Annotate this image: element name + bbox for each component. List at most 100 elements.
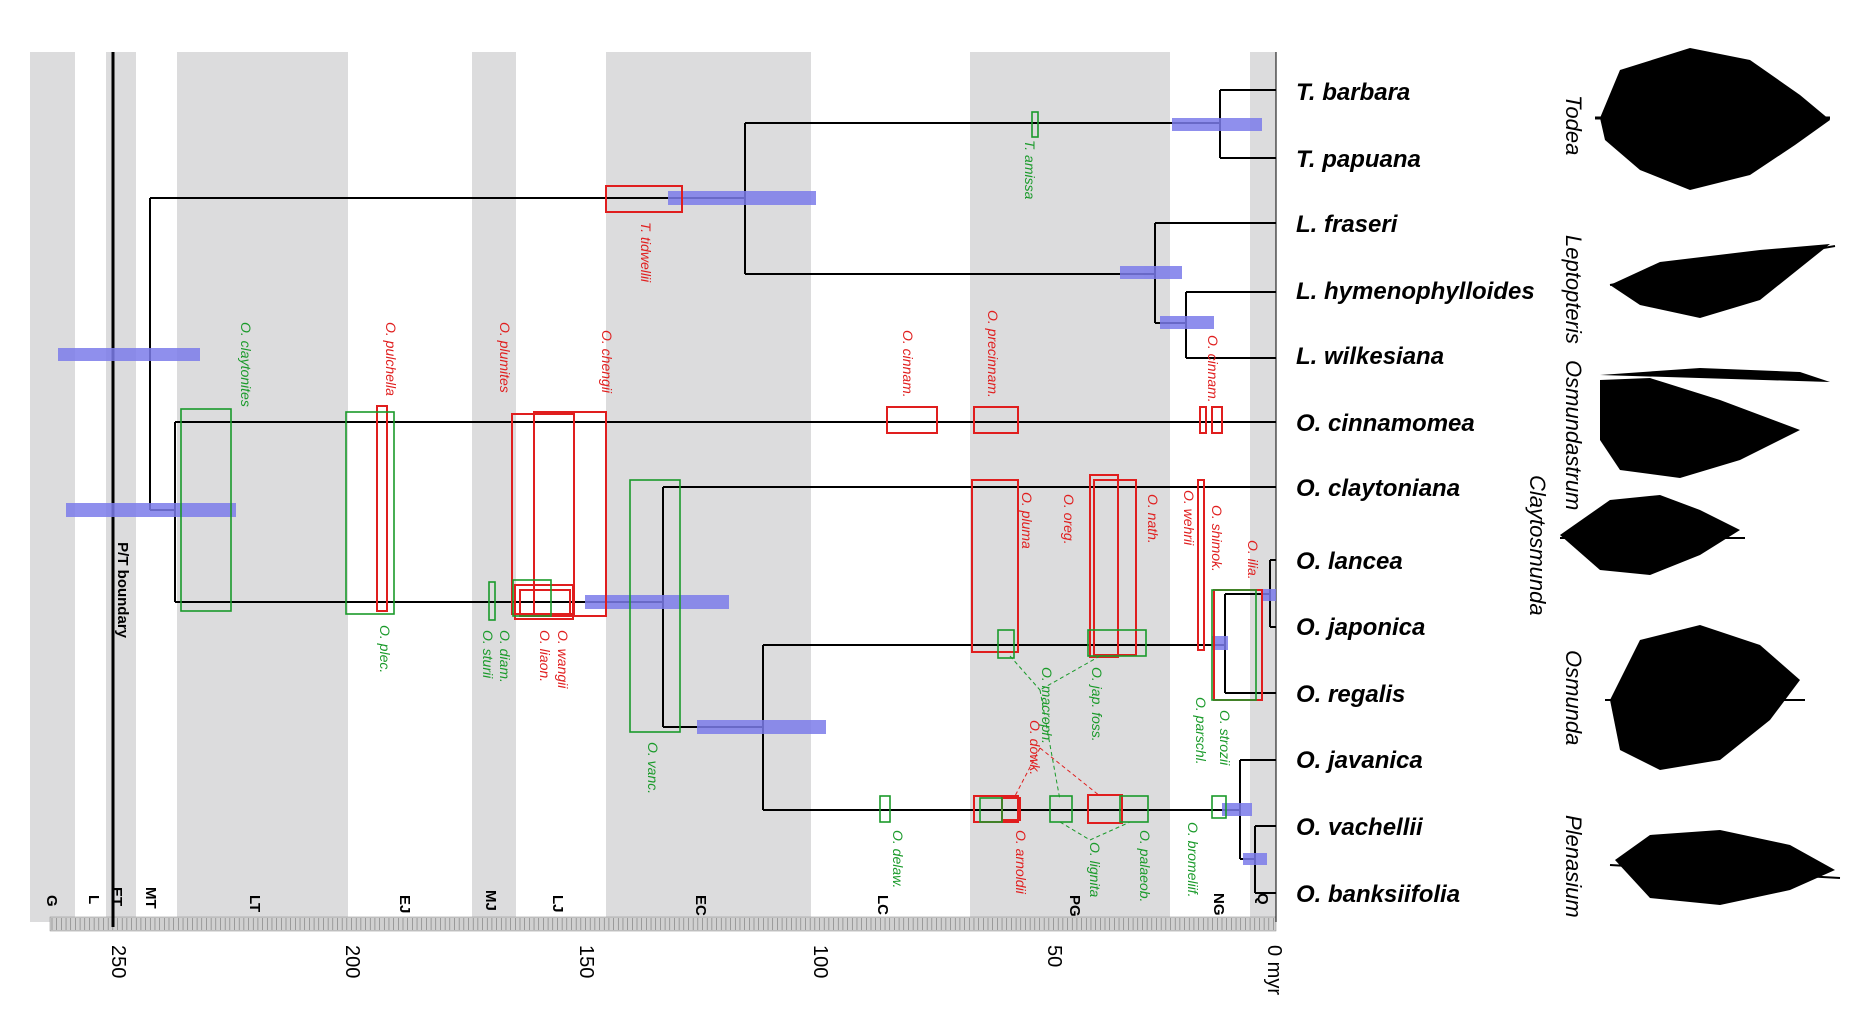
ci-bar-lancea-jap [1262, 589, 1276, 601]
fossil-label-plec: O. plec. [377, 625, 393, 673]
taxon-label-o-javanica: O. javanica [1296, 747, 1423, 774]
fossil-box-lignita [1049, 795, 1073, 823]
fossil-box-nath [1093, 479, 1137, 656]
taxon-label-t-barbara: T. barbara [1296, 79, 1410, 106]
fossil-label-chengii: O. chengii [599, 330, 615, 394]
genus-label-osmunda: Osmunda [1561, 650, 1586, 745]
fossil-box-precinnam [973, 406, 1019, 434]
fossil-box-vach-green [979, 797, 1003, 823]
fossil-label-amissa: T. amissa [1022, 140, 1038, 200]
period-labels: G L ET MT LT EJ MJ LJ EC LC PG NG Q [43, 887, 1271, 917]
fossil-label-sturii: O. sturii [480, 630, 496, 679]
fossil-label-tidwellii: T. tidwellii [638, 222, 654, 283]
period-et: ET [108, 887, 125, 906]
period-ec: EC [692, 895, 709, 916]
period-lc: LC [874, 895, 891, 915]
connector-macroph [1009, 655, 1061, 801]
ci-bar-osmundaceae [66, 503, 236, 517]
ci-bar-plen-inner [1243, 853, 1267, 865]
band-lt [177, 52, 348, 922]
period-lt: LT [246, 895, 263, 912]
ci-bars [58, 118, 1276, 865]
ci-bar-plen [1222, 803, 1252, 816]
band-mj [472, 52, 516, 922]
fossil-label-shimok: O. shimok. [1209, 505, 1225, 572]
fossil-label-diam: O. diam. [497, 630, 513, 683]
fossil-box-cinnam-ng-a [1199, 406, 1207, 434]
fossil-box-delaw [879, 795, 891, 823]
taxon-label-o-lancea: O. lancea [1296, 548, 1403, 575]
fossil-label-lignita: O. lignita [1087, 842, 1103, 897]
fossil-label-pulchella: O. pulchella [383, 322, 399, 396]
taxon-label-l-wilkesiana: L. wilkesiana [1296, 343, 1444, 370]
fossil-label-precinnam: O. precinnam. [985, 310, 1001, 398]
connector-dowk [1014, 747, 1101, 797]
fern-leptopteris-illustration [1609, 244, 1836, 318]
band-g [30, 52, 75, 922]
pt-boundary-label: P/T boundary [114, 542, 131, 638]
tick-label-50: 50 [1043, 945, 1065, 967]
fern-plenasium-illustration [1609, 830, 1841, 905]
fossil-label-wangii: O. wangii [555, 630, 571, 689]
time-ruler [49, 916, 1277, 932]
taxon-label-o-cinnamomea: O. cinnamomea [1296, 410, 1475, 437]
tick-label-200: 200 [341, 945, 363, 978]
genus-label-plenasium: Plenasium [1561, 815, 1586, 918]
fossil-label-arnoldii: O. arnoldii [1013, 830, 1029, 895]
fossil-label-macroph: O. macroph. [1039, 667, 1055, 744]
fern-osmunda-illustration [1605, 625, 1805, 770]
fossil-box-tidwellii [605, 185, 683, 213]
period-l: L [85, 895, 102, 904]
fossil-box-parschl [1211, 589, 1257, 701]
tick-label-250: 250 [107, 945, 129, 978]
taxon-labels: T. barbara T. papuana L. fraseri L. hyme… [1296, 79, 1535, 908]
taxon-label-o-banksiifolia: O. banksiifolia [1296, 881, 1460, 908]
fossil-label-dowk: O. dowk. [1027, 720, 1043, 775]
fossil-label-wehrii: O. wehrii [1181, 490, 1197, 546]
period-lj: LJ [549, 895, 566, 913]
tick-label-100: 100 [809, 945, 831, 978]
genus-label-osmundastrum: Osmundastrum [1561, 360, 1586, 510]
fossil-label-pluma: O. pluma [1019, 492, 1035, 549]
fossil-box-sturii [488, 581, 496, 621]
ci-bar-clayt-osm [585, 595, 729, 609]
fossil-box-cinnam-lc [886, 406, 938, 434]
fossil-label-vanc: O. vanc. [645, 742, 661, 794]
fossil-box-plec [345, 411, 395, 615]
period-q: Q [1254, 893, 1271, 905]
fossil-box-claytonites [180, 408, 232, 612]
ci-bar-todea [1172, 118, 1262, 131]
taxon-label-o-japonica: O. japonica [1296, 614, 1425, 641]
fossil-label-parschl: O. parschl. [1193, 697, 1209, 765]
genus-labels: Todea Leptopteris Osmundastrum Claytosmu… [1525, 95, 1586, 918]
period-mj: MJ [482, 890, 499, 911]
ruler-bar [49, 916, 1277, 932]
fossil-box-macroph [997, 629, 1015, 659]
fern-claytosmunda-illustration [1560, 495, 1745, 575]
fossil-box-jap-foss [1087, 629, 1147, 657]
tick-label-150: 150 [575, 945, 597, 978]
taxon-label-o-vachellii: O. vachellii [1296, 814, 1424, 841]
fossil-label-strozii: O. strozii [1217, 710, 1233, 766]
fern-silhouettes [1560, 48, 1841, 905]
connector-lignita [1059, 821, 1131, 841]
fossil-label-claytonites: O. claytonites [238, 322, 254, 407]
ruler-minor-ticks [51, 918, 1274, 930]
ci-bar-osm-plen [697, 720, 826, 734]
fossil-boxes-green [180, 111, 1257, 823]
fossil-label-plumites: O. plumites [497, 322, 513, 393]
fossil-label-jap-foss: O. jap. foss. [1089, 667, 1105, 742]
period-ej: EJ [396, 895, 413, 913]
fossil-label-delaw: O. delaw. [890, 830, 906, 888]
ci-bar-osmunda [1212, 636, 1228, 650]
fossil-box-amissa [1031, 111, 1039, 138]
fossil-label-palaeob: O. palaeob. [1137, 830, 1153, 902]
period-pg: PG [1066, 895, 1083, 917]
ci-bar-root [58, 348, 200, 361]
taxon-label-o-regalis: O. regalis [1296, 681, 1405, 708]
fern-todea-illustration [1595, 48, 1830, 190]
period-mt: MT [142, 887, 159, 909]
ci-bar-lept-inner [1160, 316, 1214, 329]
fossil-labels-green: T. amissa O. claytonites O. plec. O. stu… [238, 140, 1233, 902]
